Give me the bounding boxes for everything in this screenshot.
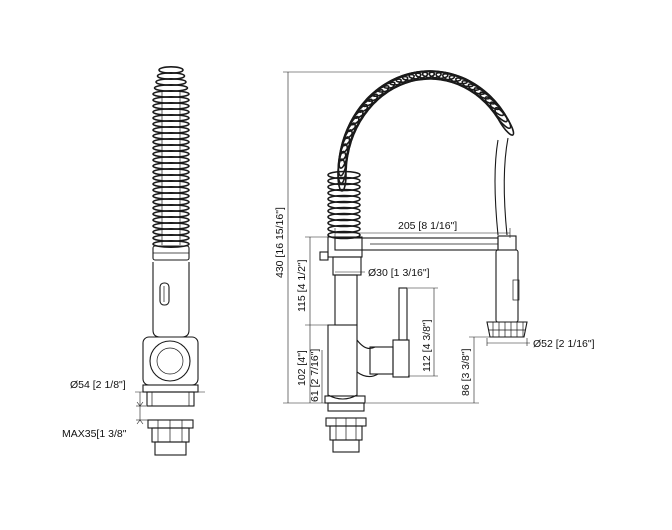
total-height-label: 430 [16 15/16"] bbox=[274, 207, 286, 278]
coil-loop bbox=[327, 188, 361, 198]
coil-loop bbox=[494, 106, 515, 136]
arched-spring-coil bbox=[327, 70, 515, 240]
coil-loop bbox=[327, 212, 361, 222]
base-height-label: 61 [2 7/16"] bbox=[309, 349, 321, 402]
coil-loop bbox=[327, 206, 361, 216]
coil-loop bbox=[327, 200, 361, 210]
front-view: 430 [16 15/16"] 115 [4 1/2"] 102 [4"] 61… bbox=[274, 70, 595, 453]
side-max-label: MAX35[1 3/8" bbox=[62, 428, 127, 440]
coil-loop bbox=[327, 182, 361, 192]
side-spring-coil bbox=[152, 66, 190, 249]
side-width-label: Ø54 [2 1/8"] bbox=[70, 379, 126, 391]
coil-loop bbox=[327, 176, 361, 186]
coil-loop bbox=[327, 170, 361, 180]
reach-label: 205 [8 1/16"] bbox=[398, 220, 457, 232]
spray-height-label: 86 [3 3/8"] bbox=[460, 348, 472, 396]
coil-loop bbox=[327, 218, 361, 228]
coil-loop bbox=[327, 194, 361, 204]
coil-loop bbox=[152, 240, 190, 249]
handle-height-label: 112 [4 3/8"] bbox=[421, 319, 433, 372]
body-height-label: 102 [4"] bbox=[296, 350, 308, 386]
spray-diameter-label: Ø52 [2 1/16"] bbox=[533, 338, 595, 350]
spray-nozzle-teeth bbox=[492, 322, 524, 337]
side-view: Ø54 [2 1/8"] MAX35[1 3/8" bbox=[62, 66, 205, 456]
spout-height-label: 115 [4 1/2"] bbox=[296, 259, 308, 312]
coil-loop bbox=[327, 224, 361, 234]
spout-diameter-label: Ø30 [1 3/16"] bbox=[368, 267, 430, 279]
